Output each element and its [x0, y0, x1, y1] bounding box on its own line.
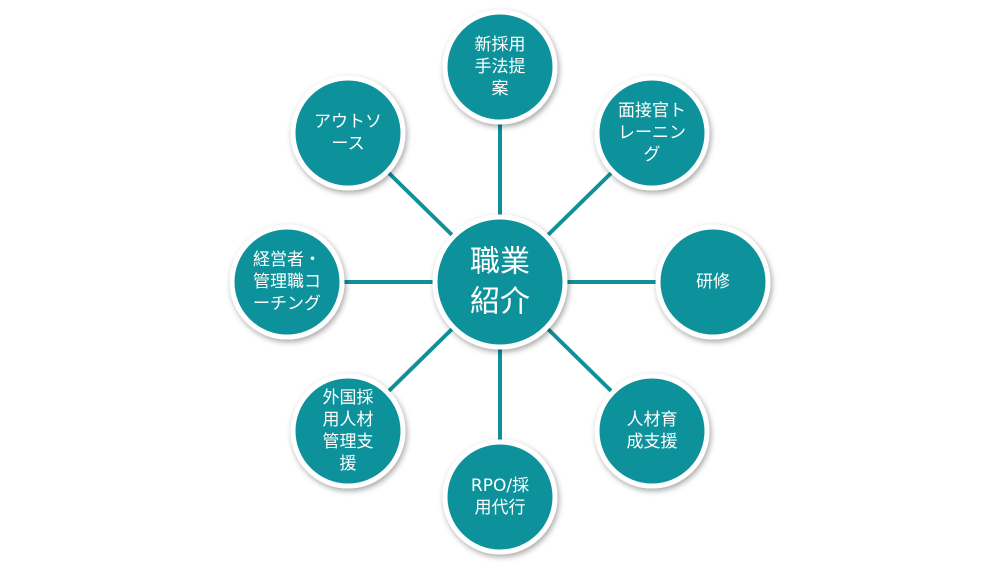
node-label-line: 紹介 — [470, 285, 530, 320]
node-label-line: レーニン — [618, 123, 686, 143]
node-label-line: グ — [644, 145, 661, 165]
node-label-line: アウトソ — [314, 112, 382, 132]
node-label-line: 成支援 — [627, 432, 678, 452]
node-circle — [442, 9, 558, 125]
node-label-line: 外国採 — [323, 388, 374, 408]
node-circle — [594, 75, 710, 191]
node-label-line: ーチング — [253, 294, 321, 314]
node-label-line: 職業 — [470, 245, 530, 280]
center-circle — [432, 214, 568, 350]
node-circle — [290, 373, 406, 489]
node-circle — [442, 439, 558, 555]
node-label-line: ース — [331, 134, 364, 154]
connector-line-talent-development — [545, 326, 615, 394]
node-label-line: 面接官ト — [618, 101, 686, 121]
connector-line-interviewer-training — [545, 170, 615, 238]
node-label-line: 新採用 — [475, 35, 526, 55]
node-circle — [290, 75, 406, 191]
connector-line-foreign-talent — [385, 326, 455, 394]
node-circles: 新採用手法提案面接官トレーニング研修人材育成支援RPO/採用代行外国採用人材管理… — [229, 9, 771, 555]
node-label-line: 用代行 — [475, 498, 526, 518]
connector-line-outsourcing — [385, 170, 455, 238]
node-label-line: 援 — [340, 454, 357, 474]
node-circle — [229, 224, 345, 340]
node-label-line: 研修 — [696, 272, 730, 292]
node-label-line: 管理職コ — [253, 272, 321, 292]
node-label-line: 人材育 — [627, 410, 678, 430]
node-label-line: RPO/採 — [471, 476, 529, 496]
node-label-line: 用人材 — [323, 410, 374, 430]
node-circle — [594, 373, 710, 489]
node-circle — [655, 224, 771, 340]
connector-lines — [342, 122, 658, 442]
node-label-line: 経営者・ — [253, 250, 321, 270]
node-label-line: 手法提 — [475, 57, 526, 77]
node-training: 研修 — [655, 224, 771, 340]
node-label-line: 管理支 — [323, 432, 374, 452]
node-label-line: 案 — [492, 79, 509, 99]
